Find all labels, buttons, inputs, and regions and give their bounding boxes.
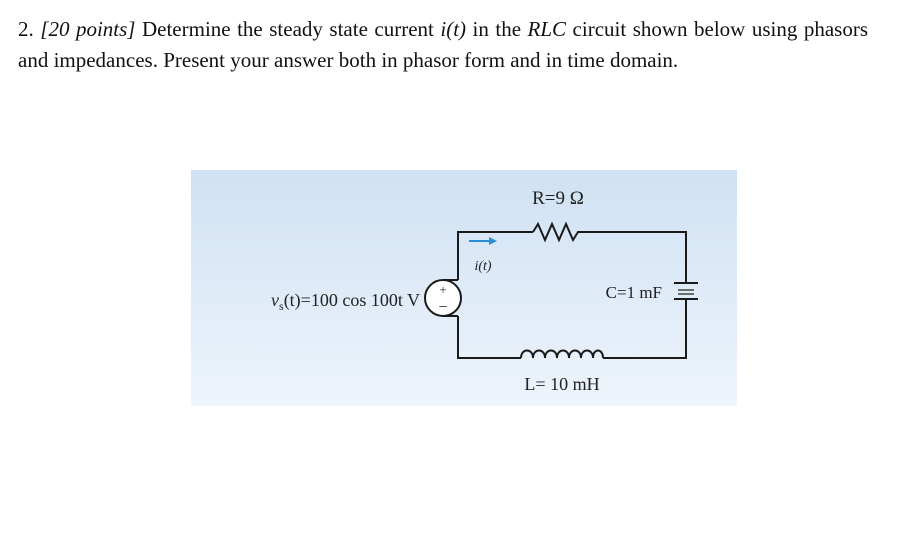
source-label: vs(t)=100 cos 100t V <box>271 290 420 313</box>
circuit-type: RLC <box>527 17 567 41</box>
problem-statement: 2. [20 points] Determine the steady stat… <box>18 14 868 76</box>
problem-text-3: circuit shown below using phasors and im… <box>18 17 869 72</box>
capacitor-symbol <box>674 282 698 300</box>
resistor-label: R=9 Ω <box>532 188 584 209</box>
circuit-wires <box>457 231 687 359</box>
source-minus-sign: − <box>438 299 447 316</box>
rlc-circuit-figure: + − R=9 Ω i(t) C=1 mF L= 10 mH vs(t)=100… <box>191 170 737 406</box>
wire-bottom-left <box>457 316 521 359</box>
wire-top-right <box>583 231 687 282</box>
current-symbol: i(t) <box>440 17 467 41</box>
inductor-symbol <box>520 349 604 359</box>
wire-left-top <box>457 231 533 280</box>
problem-text-2: in the <box>466 17 528 41</box>
circuit-diagram: + − R=9 Ω i(t) C=1 mF L= 10 mH vs(t)=100… <box>191 170 737 406</box>
wire-bottom-right <box>603 300 687 359</box>
inductor-label: L= 10 mH <box>524 374 599 394</box>
source-plus-sign: + <box>439 282 446 297</box>
current-arrow-icon <box>469 237 497 245</box>
current-label: i(t) <box>474 259 491 274</box>
voltage-source-symbol: + − <box>424 279 462 317</box>
capacitor-label: C=1 mF <box>606 283 662 302</box>
resistor-symbol <box>532 221 583 243</box>
problem-text-1: Determine the steady state current <box>135 17 441 41</box>
problem-points: [20 points] <box>40 17 136 41</box>
problem-number: 2. <box>18 17 34 41</box>
figure-background <box>191 170 737 406</box>
